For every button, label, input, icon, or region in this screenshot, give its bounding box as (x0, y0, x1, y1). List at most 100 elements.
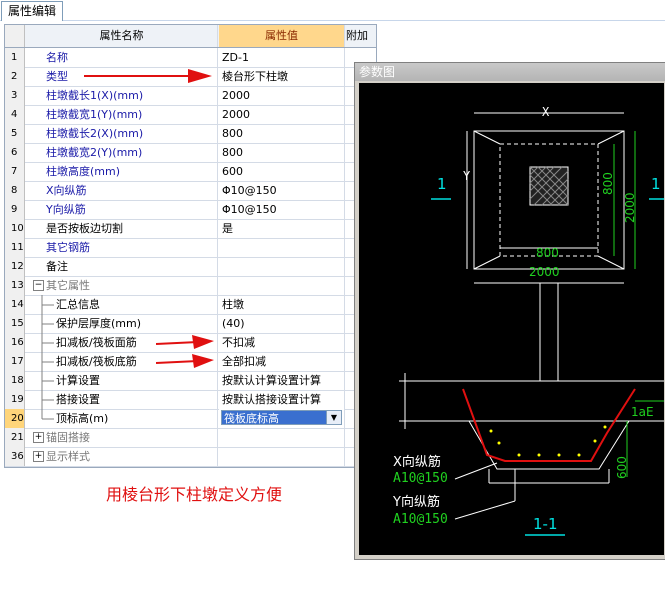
row-name-text: 其它属性 (46, 279, 90, 292)
tree-line-icon (38, 409, 56, 428)
row-value[interactable] (219, 428, 345, 447)
row-value[interactable]: 2000 (219, 86, 345, 105)
row-value[interactable]: Φ10@150 (219, 181, 345, 200)
row-value[interactable] (219, 447, 345, 466)
row-name-text: 类型 (46, 70, 68, 83)
row-value[interactable]: 棱台形下柱墩 (219, 67, 345, 86)
row-value[interactable]: Φ10@150 (219, 200, 345, 219)
row-value[interactable]: 2000 (219, 105, 345, 124)
chevron-down-icon[interactable]: ▼ (326, 411, 341, 424)
label-dim-2000-bottom: 2000 (529, 265, 560, 279)
row-value[interactable] (219, 276, 345, 295)
row-number: 1 (5, 48, 25, 67)
row-value[interactable]: 600 (219, 162, 345, 181)
row-name: +锚固搭接 (26, 428, 218, 447)
expand-icon[interactable]: + (33, 432, 44, 443)
row-value[interactable]: (40) (219, 314, 345, 333)
row-value[interactable]: 800 (219, 143, 345, 162)
table-row[interactable]: 13−其它属性 (5, 276, 376, 296)
row-number: 4 (5, 105, 25, 124)
row-name: 扣减板/筏板面筋 (26, 333, 218, 352)
table-row[interactable]: 17 扣减板/筏板底筋 全部扣减 (5, 352, 376, 372)
row-value[interactable]: 不扣减 (219, 333, 345, 352)
table-row[interactable]: 21+锚固搭接 (5, 428, 376, 448)
row-name: 保护层厚度(mm) (26, 314, 218, 333)
row-name: 顶标高(m) (26, 409, 218, 428)
expand-icon[interactable]: + (33, 451, 44, 462)
row-name: 是否按板边切割 (26, 219, 218, 238)
row-name: 柱墩截长2(X)(mm) (26, 124, 218, 143)
row-number: 14 (5, 295, 25, 314)
row-number: 8 (5, 181, 25, 200)
tree-line-icon (38, 314, 56, 333)
row-value[interactable]: 筏板底标高 ▼ (219, 409, 345, 428)
label-dim-800-bottom: 800 (536, 246, 559, 260)
row-value[interactable]: ZD-1 (219, 48, 345, 67)
row-number: 17 (5, 352, 25, 371)
grid-header: 属性名称 属性值 附加 (5, 25, 376, 48)
row-name-text: 计算设置 (56, 374, 100, 387)
row-number: 2 (5, 67, 25, 86)
row-value[interactable]: 柱墩 (219, 295, 345, 314)
tree-line-icon (38, 371, 56, 390)
collapse-icon[interactable]: − (33, 280, 44, 291)
row-name-text: 显示样式 (46, 450, 90, 463)
row-value[interactable]: 全部扣减 (219, 352, 345, 371)
table-row[interactable]: 2 类型 棱台形下柱墩 (5, 67, 376, 87)
row-value[interactable]: 是 (219, 219, 345, 238)
row-value[interactable]: 800 (219, 124, 345, 143)
row-value[interactable] (219, 238, 345, 257)
param-diagram-window[interactable]: 参数图 (354, 62, 665, 560)
label-section-right: 1 (651, 175, 661, 193)
label-dim-2000-right: 2000 (623, 192, 637, 223)
row-name-text: 其它钢筋 (46, 241, 90, 254)
row-name: 类型 (26, 67, 218, 86)
label-section-left: 1 (437, 175, 447, 193)
param-diagram-svg (399, 112, 664, 536)
row-number: 19 (5, 390, 25, 409)
param-diagram-title: 参数图 (355, 63, 665, 81)
row-name: 计算设置 (26, 371, 218, 390)
row-name: 柱墩截长1(X)(mm) (26, 86, 218, 105)
row-number: 10 (5, 219, 25, 238)
row-name-text: 锚固搭接 (46, 431, 90, 444)
row-name-text: 顶标高(m) (56, 412, 109, 425)
row-value[interactable]: 按默认搭接设置计算 (219, 390, 345, 409)
row-value[interactable]: 按默认计算设置计算 (219, 371, 345, 390)
row-name: 名称 (26, 48, 218, 67)
tree-line-icon (38, 352, 56, 371)
row-name-text: 扣减板/筏板底筋 (56, 355, 137, 368)
tab-property-edit[interactable]: 属性编辑 (1, 1, 64, 21)
row-name-text: 汇总信息 (56, 298, 100, 311)
dropdown-selected-value: 筏板底标高 (224, 412, 279, 425)
table-row[interactable]: 36+显示样式 (5, 447, 376, 467)
table-row[interactable]: 14 汇总信息 柱墩 (5, 295, 376, 315)
header-num (5, 25, 25, 47)
row-number: 3 (5, 86, 25, 105)
tab-bar: 属性编辑 (0, 0, 665, 21)
label-lae: 1aE (631, 405, 654, 419)
row-value[interactable] (219, 257, 345, 276)
row-name-text: 柱墩截宽2(Y)(mm) (46, 146, 143, 159)
row-name: 汇总信息 (26, 295, 218, 314)
row-name: 搭接设置 (26, 390, 218, 409)
row-name: Y向纵筋 (26, 200, 218, 219)
value-dropdown[interactable]: 筏板底标高 ▼ (221, 410, 342, 425)
header-value: 属性值 (219, 25, 345, 47)
